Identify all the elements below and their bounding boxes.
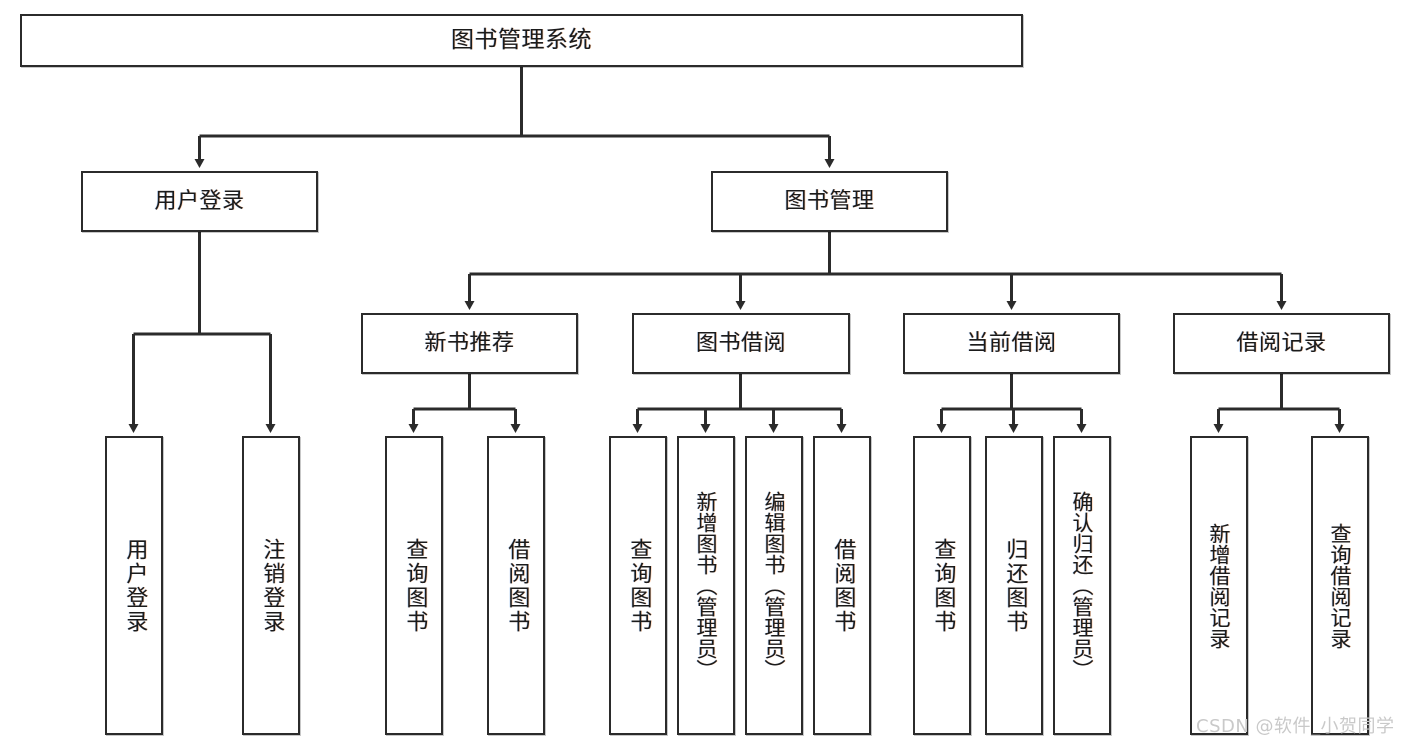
leaf-query-borrow-record[interactable]: 查询借阅记录	[1311, 436, 1369, 735]
leaf-user-login[interactable]: 用户登录	[105, 436, 163, 735]
node-current-borrowing[interactable]: 当前借阅	[903, 313, 1120, 374]
node-root-system[interactable]: 图书管理系统	[20, 14, 1023, 67]
leaf-add-borrow-record[interactable]: 新增借阅记录	[1190, 436, 1248, 735]
node-label: 用户登录	[154, 188, 245, 214]
node-label: 新增借阅记录	[1207, 522, 1232, 649]
leaf-confirm-return-admin[interactable]: 确认归还（管理员）	[1053, 436, 1111, 735]
leaf-return-books[interactable]: 归还图书	[985, 436, 1043, 735]
node-book-management[interactable]: 图书管理	[711, 171, 948, 232]
node-label: 图书管理	[784, 188, 875, 214]
leaf-query-books-borrowing[interactable]: 查询图书	[609, 436, 667, 735]
node-label: 当前借阅	[966, 330, 1057, 356]
node-label: 归还图书	[1002, 537, 1028, 634]
node-label: 新增图书（管理员）	[694, 491, 719, 680]
node-borrowing-records[interactable]: 借阅记录	[1173, 313, 1390, 374]
node-label: 用户登录	[122, 537, 148, 634]
node-label: 借阅图书	[504, 537, 530, 634]
watermark: CSDN @软件_小贺同学	[1196, 716, 1395, 737]
node-label: 借阅图书	[830, 537, 856, 634]
node-new-book-recommendation[interactable]: 新书推荐	[361, 313, 578, 374]
leaf-borrow-books-recommend[interactable]: 借阅图书	[487, 436, 545, 735]
node-book-borrowing[interactable]: 图书借阅	[632, 313, 850, 374]
leaf-query-books-recommend[interactable]: 查询图书	[385, 436, 443, 735]
node-user-login[interactable]: 用户登录	[81, 171, 318, 232]
node-label: 查询图书	[930, 537, 956, 634]
node-label: 图书管理系统	[451, 27, 592, 54]
leaf-add-book-admin[interactable]: 新增图书（管理员）	[677, 436, 735, 735]
node-label: 查询借阅记录	[1328, 522, 1353, 649]
node-label: 编辑图书（管理员）	[762, 491, 787, 680]
leaf-query-books-current[interactable]: 查询图书	[913, 436, 971, 735]
node-label: 借阅记录	[1236, 330, 1327, 356]
node-label: 图书借阅	[695, 330, 786, 356]
leaf-edit-book-admin[interactable]: 编辑图书（管理员）	[745, 436, 803, 735]
leaf-logout[interactable]: 注销登录	[242, 436, 300, 735]
node-label: 新书推荐	[424, 330, 515, 356]
leaf-borrow-books-borrowing[interactable]: 借阅图书	[813, 436, 871, 735]
node-label: 查询图书	[402, 537, 428, 634]
node-label: 确认归还（管理员）	[1070, 491, 1095, 680]
node-label: 查询图书	[626, 537, 652, 634]
node-label: 注销登录	[259, 537, 285, 634]
